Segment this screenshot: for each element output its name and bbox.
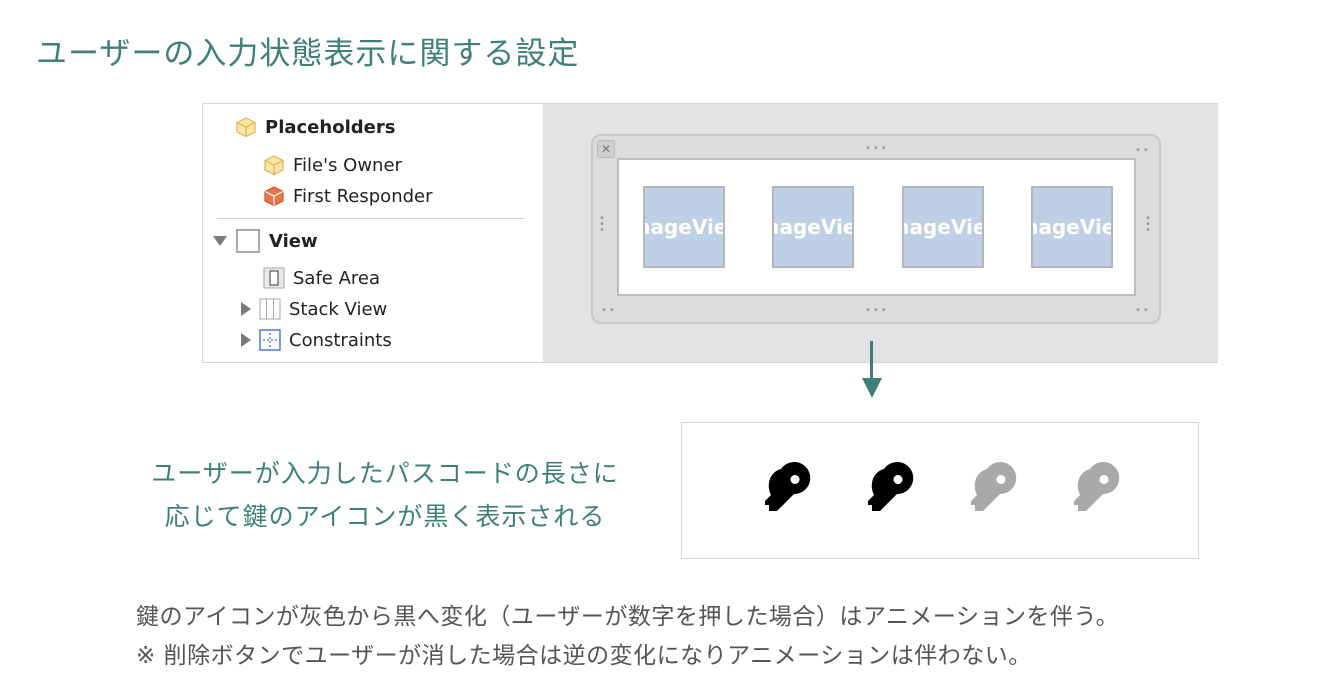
resize-handle-top[interactable]: ••• [865, 143, 889, 154]
image-view-label: ImageView [904, 215, 982, 239]
passcode-keys-preview [681, 422, 1199, 559]
constraints-icon [259, 329, 281, 351]
disclosure-collapsed-icon[interactable] [241, 333, 251, 347]
disclosure-collapsed-icon[interactable] [241, 302, 251, 316]
key-icon [971, 462, 1017, 511]
caption-line-1: ユーザーが入力したパスコードの長さに [151, 459, 619, 488]
resize-handle-bottom[interactable]: ••• [865, 305, 889, 316]
outline-item-constraints[interactable]: Constraints [241, 327, 392, 353]
outline-item-safe-area[interactable]: Safe Area [263, 265, 380, 291]
outline-label: Stack View [289, 298, 388, 320]
down-arrow-shaft [870, 341, 873, 379]
first-responder-cube-icon [263, 185, 285, 207]
close-icon[interactable]: ✕ [597, 140, 615, 158]
storyboard-canvas: ✕ ••• ••• •• •• •• ••• ••• ImageView Ima… [543, 104, 1218, 362]
key-icon [1074, 462, 1120, 511]
page-title: ユーザーの入力状態表示に関する設定 [36, 36, 580, 72]
resize-handle-left[interactable]: ••• [599, 213, 605, 236]
caption-line-2: 応じて鍵のアイコンが黒く表示される [164, 502, 606, 531]
view-controller-scene[interactable]: ✕ ••• ••• •• •• •• ••• ••• ImageView Ima… [591, 134, 1161, 324]
outline-label: First Responder [293, 185, 433, 207]
stack-view-container[interactable]: ImageView ImageView ImageView ImageView [617, 158, 1136, 296]
placeholder-cube-icon [263, 154, 285, 176]
note-line-2: ※ 削除ボタンでユーザーが消した場合は逆の変化になりアニメーションは伴わない。 [136, 643, 1032, 669]
outline-item-stack-view[interactable]: Stack View [241, 296, 387, 322]
resize-handle-top-right[interactable]: •• [1135, 145, 1151, 156]
resize-handle-bottom-right[interactable]: •• [1135, 305, 1151, 316]
caption: ユーザーが入力したパスコードの長さに 応じて鍵のアイコンが黒く表示される [120, 452, 650, 538]
disclosure-expanded-icon[interactable] [213, 236, 227, 246]
down-arrow-icon [862, 378, 882, 398]
outline-item-files-owner[interactable]: File's Owner [263, 152, 402, 178]
view-icon [235, 228, 261, 254]
image-view[interactable]: ImageView [1031, 186, 1113, 268]
image-view[interactable]: ImageView [772, 186, 854, 268]
interface-builder-panel: Placeholders File's Owner First Responde… [202, 103, 1218, 363]
key-icon [765, 462, 811, 511]
resize-handle-bottom-left[interactable]: •• [601, 305, 617, 316]
image-view[interactable]: ImageView [902, 186, 984, 268]
image-view[interactable]: ImageView [643, 186, 725, 268]
image-view-label: ImageView [774, 215, 852, 239]
outline-label: Placeholders [265, 116, 396, 138]
document-outline: Placeholders File's Owner First Responde… [203, 104, 544, 362]
outline-label: View [269, 230, 318, 252]
image-view-label: ImageView [645, 215, 723, 239]
note-line-1: 鍵のアイコンが灰色から黒へ変化（ユーザーが数字を押した場合）はアニメーションを伴… [136, 604, 1120, 630]
resize-handle-right[interactable]: ••• [1145, 213, 1151, 236]
outline-item-view[interactable]: View [213, 228, 318, 254]
stack-view-icon [259, 298, 281, 320]
outline-item-first-responder[interactable]: First Responder [263, 183, 433, 209]
safe-area-icon [263, 267, 285, 289]
outline-label: File's Owner [293, 154, 402, 176]
key-icon [868, 462, 914, 511]
outline-divider [217, 218, 524, 219]
image-view-label: ImageView [1033, 215, 1111, 239]
outline-label: Constraints [289, 329, 392, 351]
outline-label: Safe Area [293, 267, 381, 289]
placeholder-cube-icon [235, 116, 257, 138]
outline-item-placeholders[interactable]: Placeholders [235, 114, 395, 140]
